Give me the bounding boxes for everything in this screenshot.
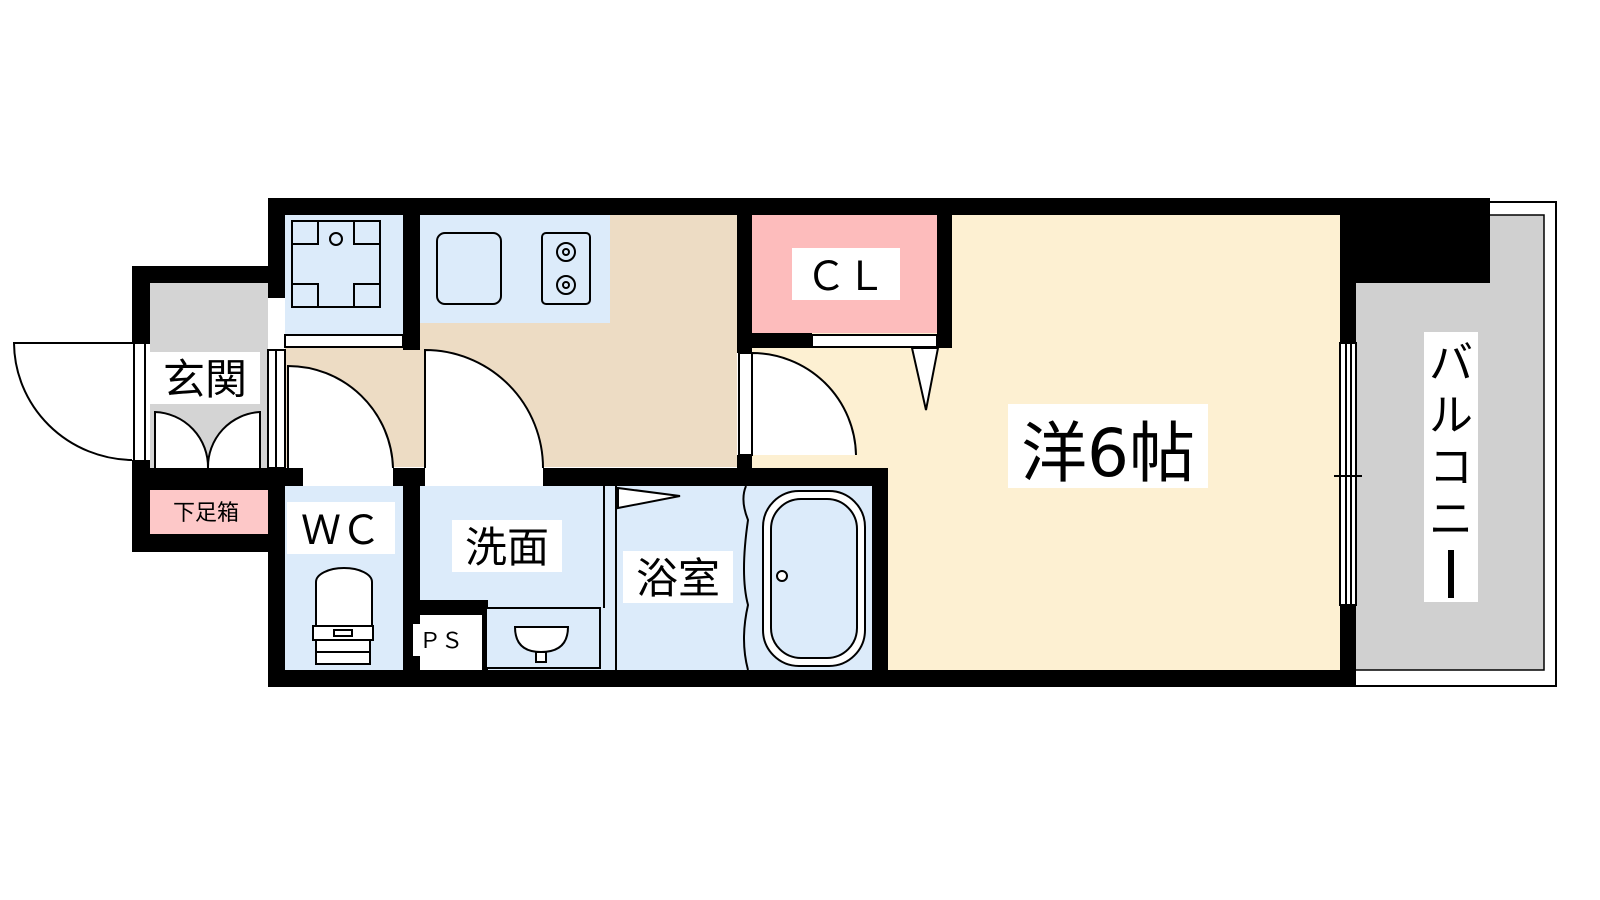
ps-label: ＰＳ	[419, 629, 463, 654]
sink-icon	[436, 232, 502, 305]
stove-icon	[541, 232, 591, 305]
balcony-label: バ ル コ ニ	[1429, 338, 1473, 598]
fridge-icon	[291, 220, 381, 308]
bathtub-icon	[742, 485, 866, 671]
closet-door-marker	[910, 347, 940, 411]
ps-label-bg	[413, 624, 469, 656]
balcony-label-char: ニ	[1429, 494, 1473, 545]
balcony-outline	[1356, 201, 1557, 687]
bath-label: 浴室	[636, 554, 720, 603]
wash-basin-icon	[485, 607, 601, 669]
genkan-label: 玄関	[163, 355, 247, 404]
wc-label-bg	[287, 502, 395, 554]
shoe-box-floor	[150, 490, 268, 534]
closet-label-bg	[792, 248, 900, 300]
washroom-label-bg	[452, 520, 562, 572]
balcony-label-char: コ	[1429, 442, 1473, 493]
washroom-label: 洗面	[465, 523, 549, 572]
closet-door-track	[811, 334, 938, 348]
kitchen-counter	[420, 215, 610, 323]
closet-label: ＣＬ	[806, 254, 886, 300]
balcony-inner-edge	[1356, 214, 1545, 671]
balcony-label-char: ル	[1429, 390, 1473, 441]
balcony-label-char: バ	[1429, 338, 1473, 389]
walls	[132, 198, 1490, 687]
wc-label: ＷＣ	[301, 508, 381, 554]
room-label-bg	[1008, 404, 1208, 488]
western-room-label: 洋6帖	[1021, 415, 1195, 492]
balcony-label-long-vowel	[1448, 550, 1454, 598]
shoe-box-label: 下足箱	[173, 501, 239, 526]
genkan-label-bg	[150, 352, 260, 404]
fridge-space	[285, 215, 403, 335]
toilet-icon	[312, 567, 374, 665]
bath-label-bg	[623, 551, 733, 603]
doors	[12, 334, 1362, 670]
